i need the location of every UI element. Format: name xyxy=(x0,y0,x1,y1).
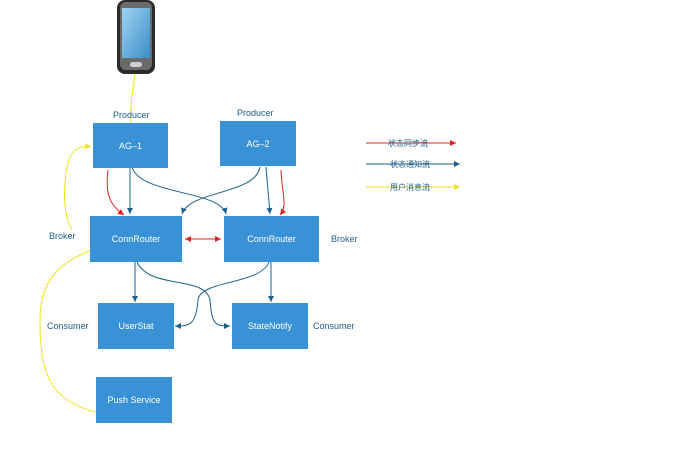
legend-message-label: 用户消息流 xyxy=(390,183,430,192)
node-push-service: Push Service xyxy=(96,377,172,423)
legend-notify-label: 状态通知流 xyxy=(390,160,430,169)
state-sync-flow xyxy=(106,169,287,242)
label-broker-left: Broker xyxy=(49,231,76,241)
label-consumer-left: Consumer xyxy=(47,321,89,331)
state-notify-flow xyxy=(127,166,274,329)
node-statenotify: StateNotify xyxy=(232,303,308,349)
node-connrouter-left: ConnRouter xyxy=(90,216,182,262)
label-consumer-right: Consumer xyxy=(313,321,355,331)
node-ag2: AG–2 xyxy=(220,121,296,166)
label-producer-right: Producer xyxy=(237,108,274,118)
node-userstat: UserStat xyxy=(98,303,174,349)
label-producer-left: Producer xyxy=(113,110,150,120)
user-message-flow xyxy=(39,73,136,413)
legend-lines xyxy=(366,140,460,190)
node-ag1: AG–1 xyxy=(93,123,168,168)
node-connrouter-right: ConnRouter xyxy=(224,216,319,262)
mobile-phone-icon xyxy=(117,0,155,74)
label-broker-right: Broker xyxy=(331,234,358,244)
legend-sync-label: 状态同步流 xyxy=(388,139,428,148)
